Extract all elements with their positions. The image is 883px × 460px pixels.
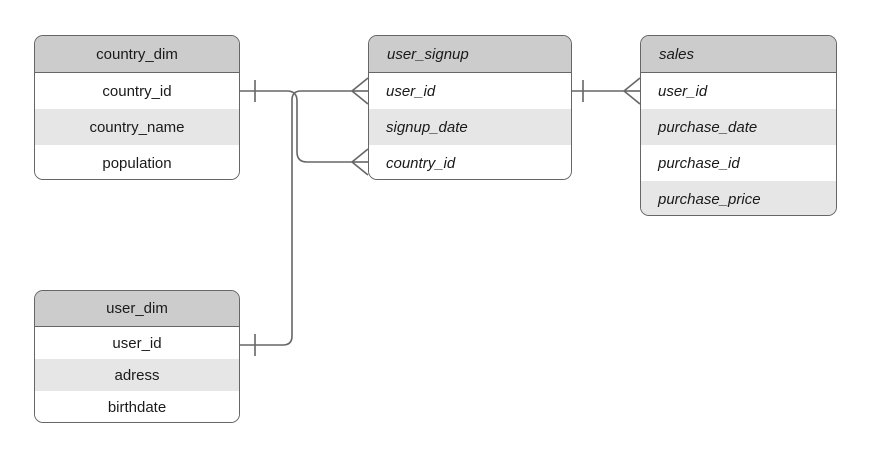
entity-column-adress[interactable]: adress [35, 359, 239, 391]
entity-title-user-signup: user_signup [369, 36, 571, 73]
entity-country-dim[interactable]: country_dim country_id country_name popu… [34, 35, 240, 180]
entity-title-country-dim: country_dim [35, 36, 239, 73]
entity-column-purchase-date[interactable]: purchase_date [641, 109, 836, 145]
relationship-user-signup-sales [572, 77, 641, 105]
entity-column-user-id[interactable]: user_id [35, 327, 239, 359]
cardinality-many-crowfoot [351, 148, 369, 176]
entity-column-country-name[interactable]: country_name [35, 109, 239, 145]
entity-user-signup[interactable]: user_signup user_id signup_date country_… [368, 35, 572, 180]
cardinality-many-crowfoot [623, 77, 641, 105]
entity-user-dim[interactable]: user_dim user_id adress birthdate [34, 290, 240, 423]
cardinality-many-crowfoot [351, 77, 369, 105]
relationship-country-dim-user-signup [240, 80, 369, 176]
entity-column-user-id[interactable]: user_id [369, 73, 571, 109]
entity-column-signup-date[interactable]: signup_date [369, 109, 571, 145]
entity-column-user-id[interactable]: user_id [641, 73, 836, 109]
entity-column-country-id[interactable]: country_id [369, 145, 571, 179]
entity-column-purchase-price[interactable]: purchase_price [641, 181, 836, 215]
entity-title-sales: sales [641, 36, 836, 73]
entity-column-country-id[interactable]: country_id [35, 73, 239, 109]
entity-column-birthdate[interactable]: birthdate [35, 391, 239, 422]
entity-column-population[interactable]: population [35, 145, 239, 179]
entity-title-user-dim: user_dim [35, 291, 239, 327]
entity-column-purchase-id[interactable]: purchase_id [641, 145, 836, 181]
entity-sales[interactable]: sales user_id purchase_date purchase_id … [640, 35, 837, 216]
relationship-user-dim-user-signup [240, 77, 369, 356]
